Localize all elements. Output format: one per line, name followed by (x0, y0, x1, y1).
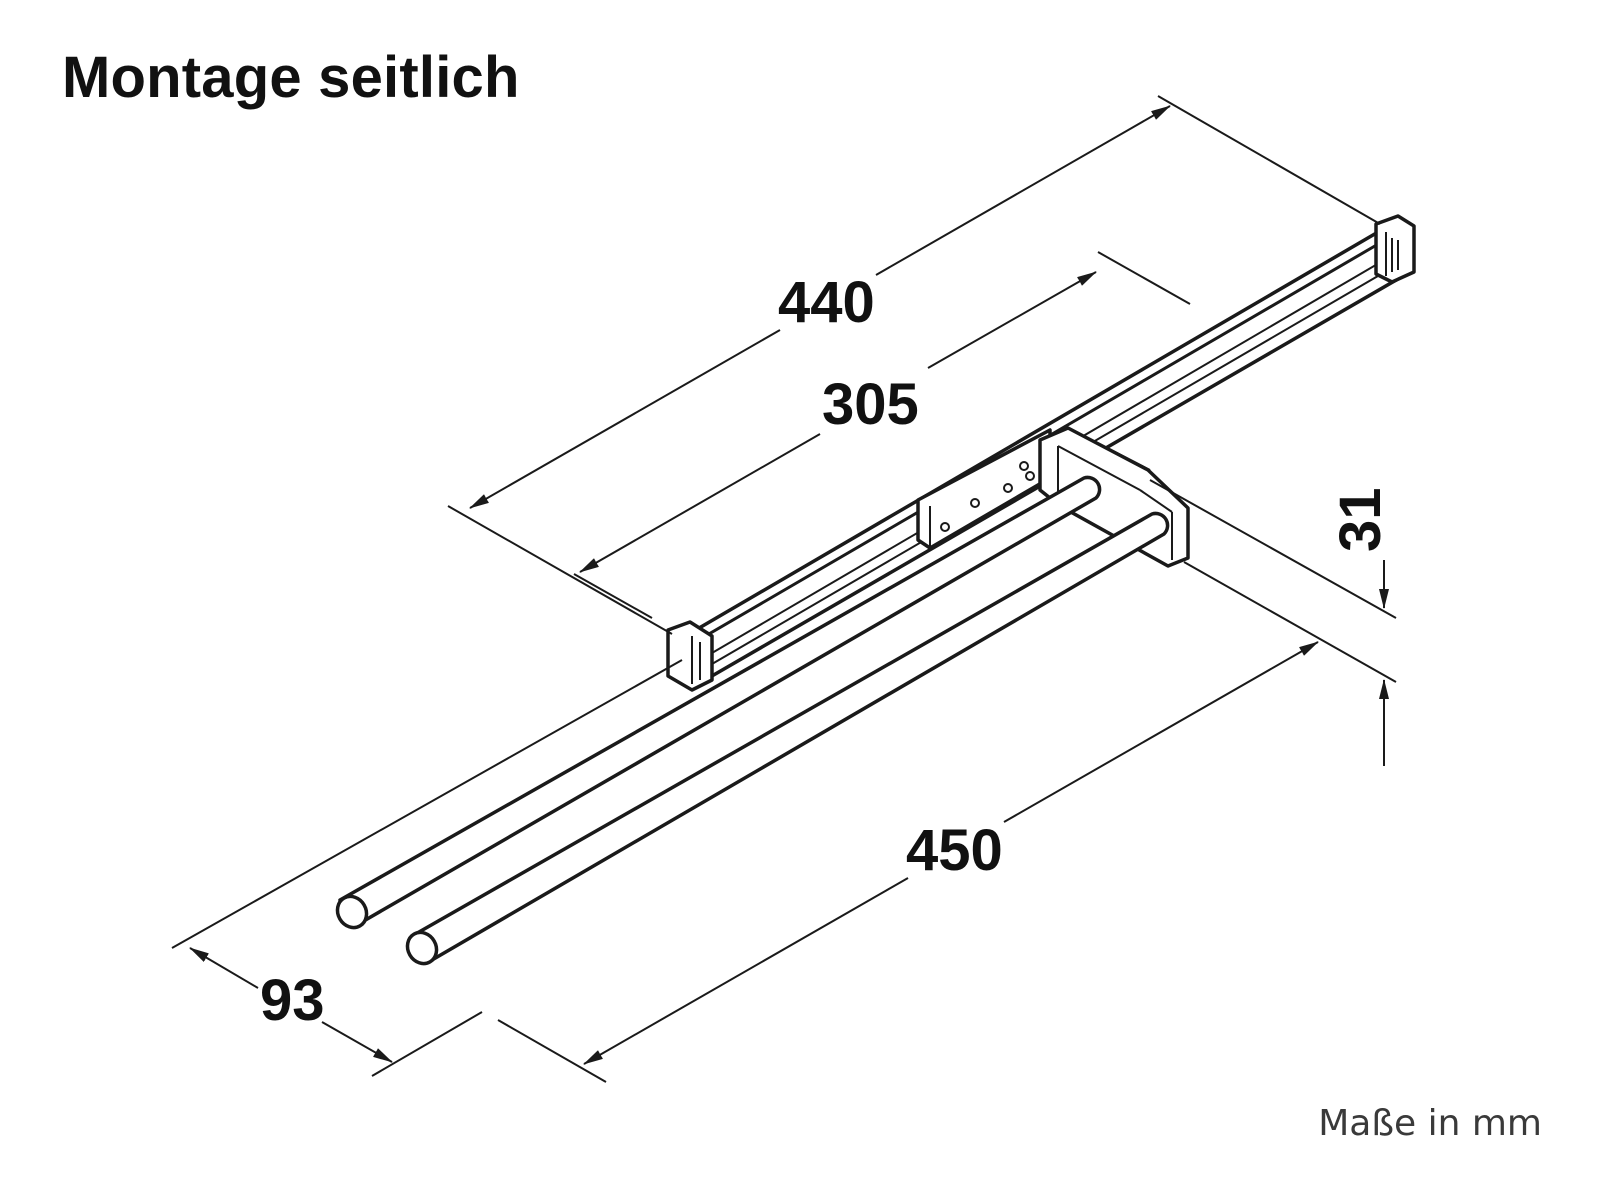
dimension-450: 450 (497, 561, 1397, 1083)
screw-hole (1019, 461, 1029, 471)
dimension-line (321, 1021, 393, 1063)
dimension-line (875, 105, 1171, 276)
extension-line (171, 659, 683, 949)
dimension-line (927, 271, 1097, 369)
unit-note: Maße in mm (1318, 1103, 1542, 1144)
dimension-305: 305 (573, 251, 1191, 619)
dimension-label-93: 93 (260, 968, 325, 1033)
dimension-440: 440 (447, 95, 1381, 635)
extension-line (573, 573, 653, 619)
screw-hole (970, 498, 980, 508)
dimension-line (1003, 641, 1319, 823)
dimension-label-31: 31 (1328, 487, 1393, 552)
dimension-line (189, 947, 259, 989)
dimension-31: 31 (1149, 479, 1397, 766)
dimension-label-305: 305 (822, 372, 919, 437)
extension-line (371, 1011, 483, 1077)
extension-line (447, 505, 673, 635)
dimension-line (579, 433, 821, 573)
screw-hole (1003, 483, 1013, 493)
screw-hole (1025, 471, 1035, 481)
extension-line (497, 1019, 607, 1083)
extension-line (1097, 251, 1191, 305)
dimension-label-450: 450 (906, 818, 1003, 883)
screw-hole (940, 522, 950, 532)
extension-line (1149, 479, 1397, 619)
dimension-line (583, 877, 909, 1065)
drawing-title: Montage seitlich (62, 45, 520, 110)
dimension-93: 93 (171, 659, 683, 1077)
extension-line (1157, 95, 1381, 225)
towel-rod-front (405, 511, 1170, 966)
extension-line (1183, 561, 1397, 683)
dimension-label-440: 440 (778, 270, 875, 335)
dimension-line (469, 329, 781, 509)
towel-rod-back (335, 475, 1102, 930)
